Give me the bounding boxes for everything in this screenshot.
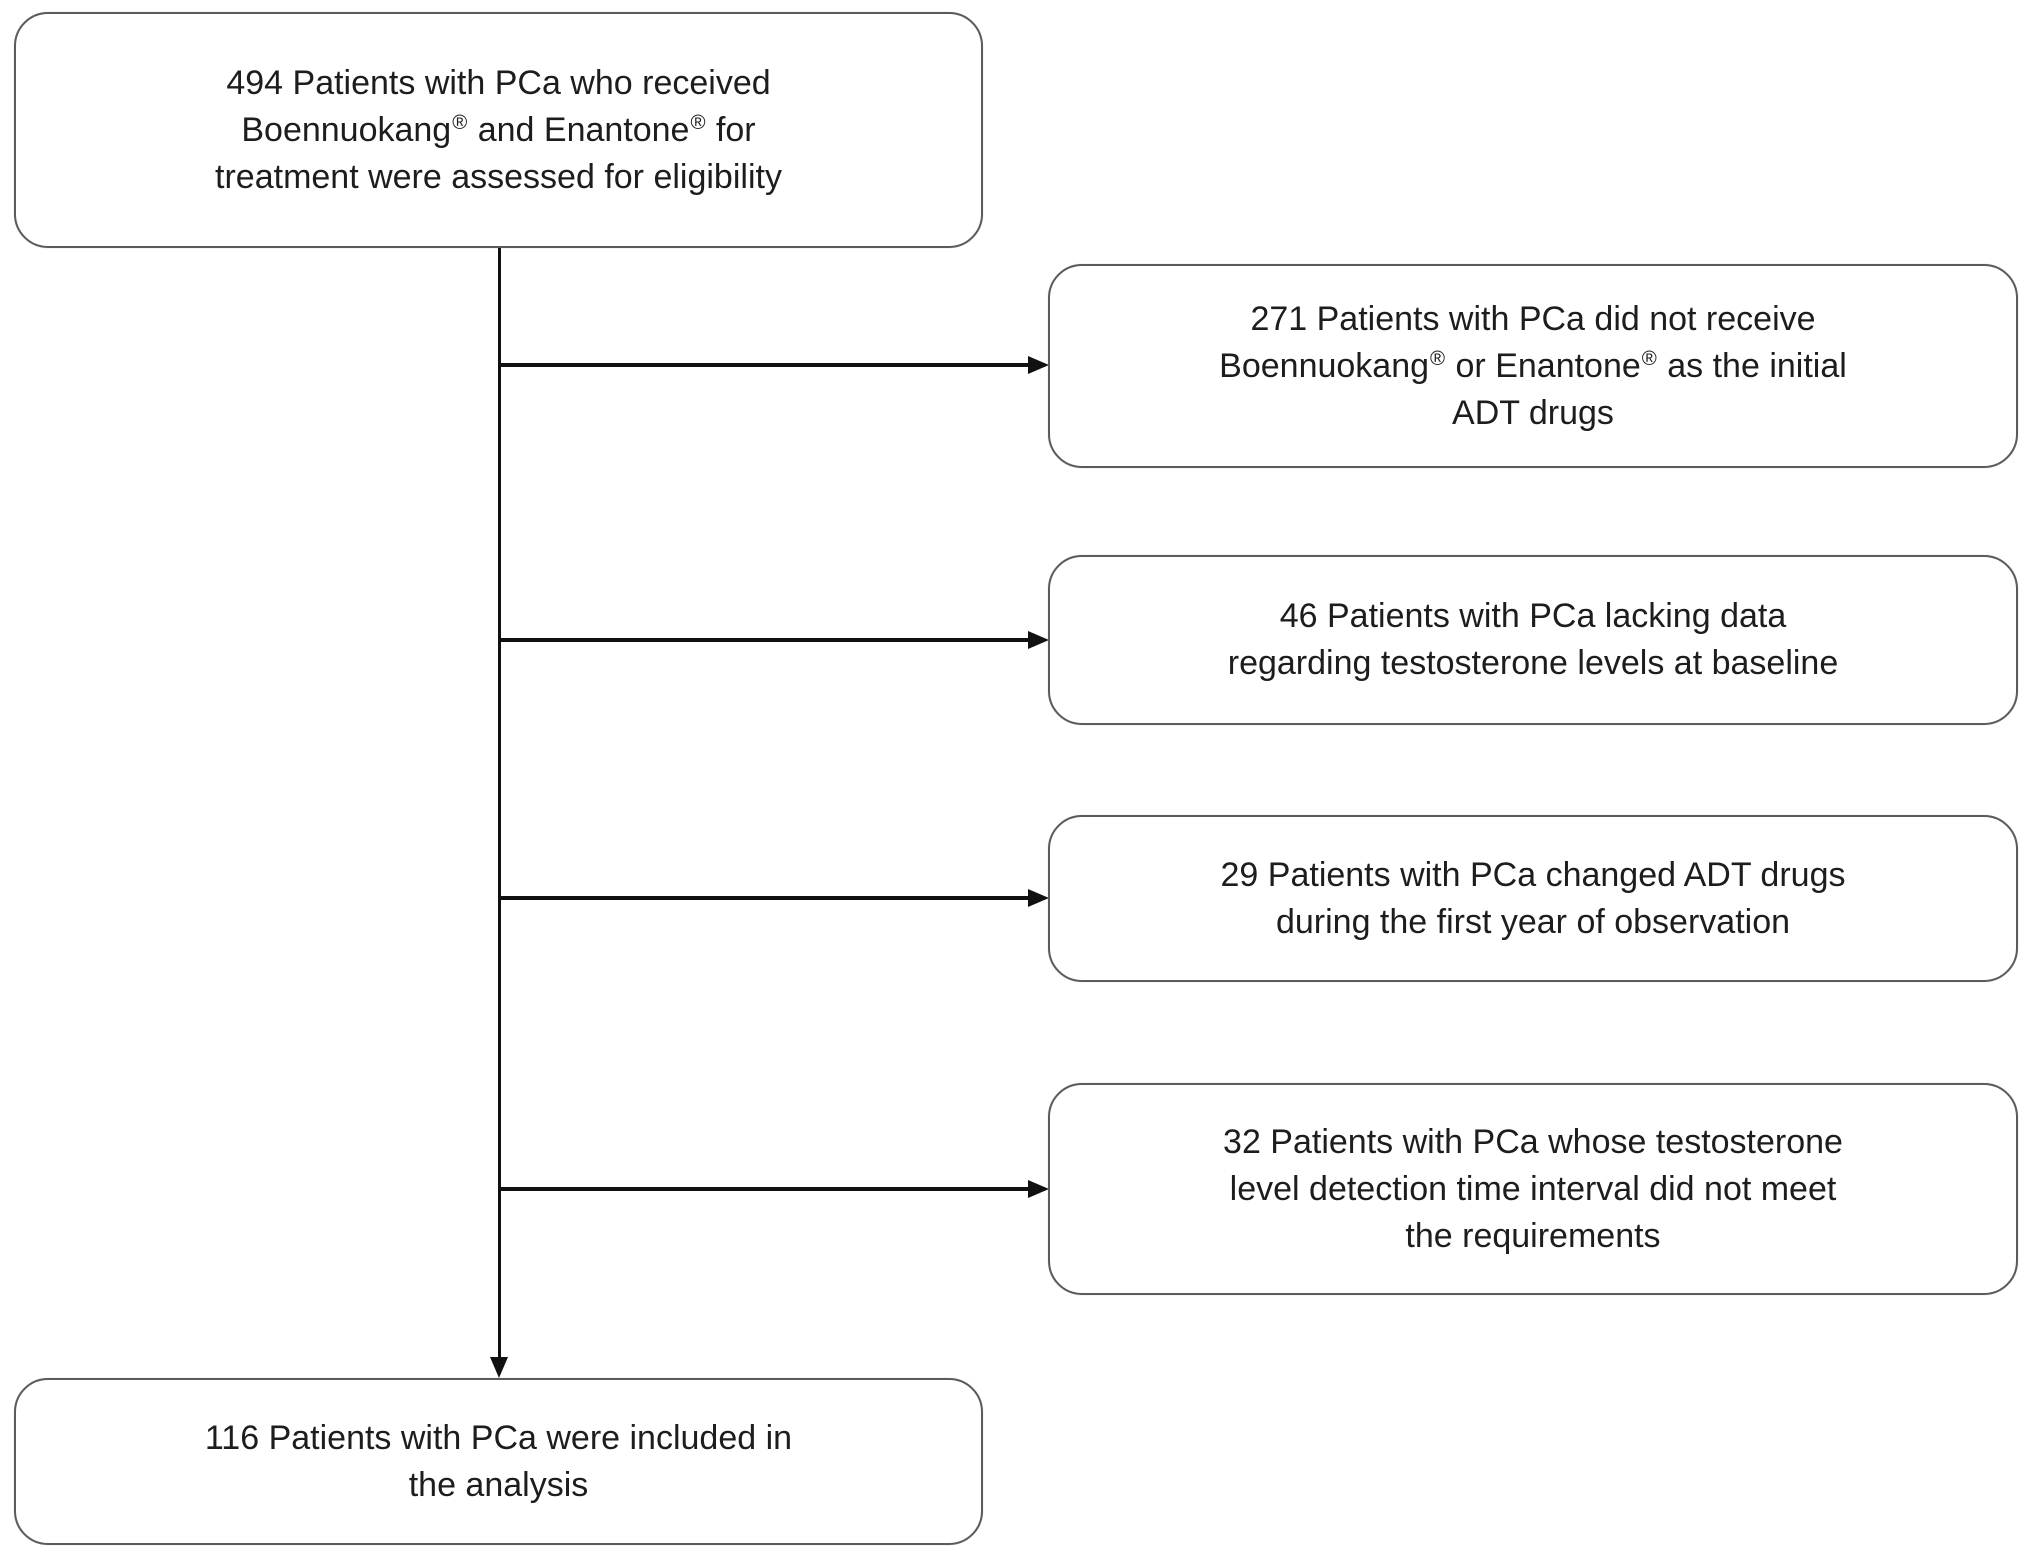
flow-box-excluded-not-initial-adt: 271 Patients with PCa did not receive Bo…: [1048, 264, 2018, 468]
connector-exclusion-1-line: [499, 363, 1030, 367]
flow-text: 32 Patients with PCa whose testosterone: [1223, 1122, 1843, 1161]
flow-box-text-line: during the first year of observation: [1276, 899, 1790, 946]
flow-text: 29 Patients with PCa changed ADT drugs: [1220, 855, 1846, 894]
flow-text: level detection time interval did not me…: [1229, 1169, 1837, 1208]
flow-text: during the first year of observation: [1275, 902, 1791, 941]
arrowhead-right-icon: [1028, 356, 1049, 374]
flow-text: 494 Patients with PCa who received: [226, 63, 771, 102]
connector-exclusion-2-line: [499, 638, 1030, 642]
flow-box-text-line: 46 Patients with PCa lacking data: [1280, 593, 1787, 640]
flow-text: 271 Patients with PCa did not receive: [1250, 299, 1816, 338]
flow-box-text-line: the requirements: [1405, 1213, 1660, 1260]
connector-main-vertical-line: [497, 248, 501, 1359]
flow-box-text-line: the analysis: [409, 1462, 589, 1509]
registered-trademark-icon: ®: [1641, 347, 1657, 370]
flow-box-text-line: 271 Patients with PCa did not receive: [1250, 296, 1815, 343]
flow-box-text-line: 116 Patients with PCa were included in: [205, 1415, 792, 1462]
flow-box-text-line: 32 Patients with PCa whose testosterone: [1223, 1119, 1843, 1166]
flow-text: for: [706, 110, 756, 149]
flow-text: 46 Patients with PCa lacking data: [1279, 597, 1787, 635]
flow-box-text-line: Boennuokang® and Enantone® for: [241, 107, 755, 154]
flow-text: Boennuokang: [1219, 346, 1430, 385]
flow-box-text-line: 29 Patients with PCa changed ADT drugs: [1221, 852, 1846, 899]
flow-text: as the initial: [1657, 346, 1847, 385]
flow-box-excluded-changed-adt: 29 Patients with PCa changed ADT drugs d…: [1048, 815, 2018, 982]
arrowhead-right-icon: [1028, 631, 1049, 649]
flow-text: treatment were assessed for eligibility: [215, 157, 782, 196]
flow-box-excluded-detection-interval: 32 Patients with PCa whose testosterone …: [1048, 1083, 2018, 1295]
arrowhead-down-icon: [490, 1357, 508, 1378]
flow-box-included-in-analysis: 116 Patients with PCa were included in t…: [14, 1378, 983, 1545]
flow-text: ADT drugs: [1452, 393, 1614, 432]
flow-box-text-line: regarding testosterone levels at baselin…: [1228, 640, 1839, 687]
flow-text: regarding testosterone levels at baselin…: [1227, 644, 1839, 682]
flow-box-text-line: level detection time interval did not me…: [1230, 1166, 1837, 1213]
flow-text: or Enantone: [1446, 346, 1641, 385]
flow-box-text-line: Boennuokang® or Enantone® as the initial: [1219, 343, 1847, 390]
registered-trademark-icon: ®: [690, 111, 706, 134]
registered-trademark-icon: ®: [452, 111, 468, 134]
arrowhead-right-icon: [1028, 1180, 1049, 1198]
connector-exclusion-3-line: [499, 896, 1030, 900]
registered-trademark-icon: ®: [1430, 347, 1446, 370]
flow-text: Boennuokang: [241, 110, 452, 149]
flow-text: the requirements: [1405, 1216, 1661, 1255]
arrowhead-right-icon: [1028, 889, 1049, 907]
flow-box-excluded-lacking-baseline-data: 46 Patients with PCa lacking data regard…: [1048, 555, 2018, 725]
flow-box-text-line: ADT drugs: [1452, 390, 1614, 437]
flow-box-text-line: treatment were assessed for eligibility: [215, 154, 782, 201]
flow-text: 116 Patients with PCa were included in: [204, 1418, 793, 1457]
flow-text: the analysis: [408, 1465, 589, 1504]
connector-exclusion-4-line: [499, 1187, 1030, 1191]
flow-text: and Enantone: [468, 110, 690, 149]
flow-box-text-line: 494 Patients with PCa who received: [226, 60, 770, 107]
flow-box-assessed-eligibility: 494 Patients with PCa who received Boenn…: [14, 12, 983, 248]
